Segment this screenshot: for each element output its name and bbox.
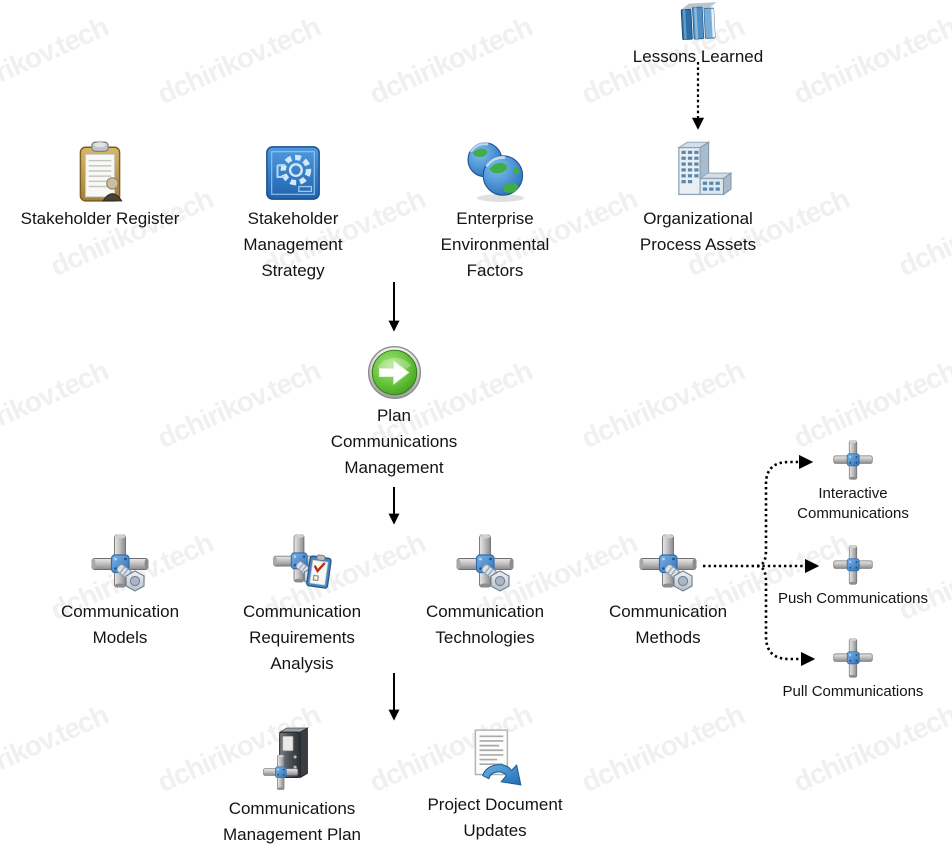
node-communication-requirements-analysis: Communication Requirements Analysis: [197, 533, 407, 677]
node-label: Stakeholder Management Strategy: [243, 209, 343, 280]
document-update-icon: [461, 726, 529, 790]
clipboard-person-icon: [67, 138, 133, 204]
node-lessons-learned: Lessons Learned: [593, 0, 803, 70]
node-label: Plan Communications Management: [330, 406, 458, 477]
node-plan-communications-management: Plan Communications Management: [289, 344, 499, 481]
node-label: Push Communications: [777, 590, 929, 607]
blueprint-icon: [262, 142, 324, 204]
node-label: Communication Requirements Analysis: [242, 602, 362, 673]
node-label: Lessons Learned: [632, 47, 764, 66]
node-label: Pull Communications: [782, 683, 924, 700]
tool-cross-icon: [831, 438, 875, 482]
node-label: Communication Methods: [608, 602, 728, 647]
node-label: Communication Technologies: [425, 602, 545, 647]
building-icon: [663, 138, 733, 204]
tools-checklist-icon: [269, 533, 335, 597]
node-label: Organizational Process Assets: [639, 209, 757, 254]
green-go-icon: [366, 344, 423, 401]
tools-icon: [636, 533, 700, 597]
node-communication-technologies: Communication Technologies: [380, 533, 590, 651]
node-push-communications: Push Communications: [758, 543, 948, 609]
node-label: Enterprise Environmental Factors: [440, 209, 550, 280]
node-communication-methods: Communication Methods: [563, 533, 773, 651]
node-label: Interactive Communications: [797, 485, 909, 522]
tools-icon: [453, 533, 517, 597]
node-label: Stakeholder Register: [20, 209, 180, 228]
node-label: Communication Models: [60, 602, 180, 647]
node-organizational-process-assets: Organizational Process Assets: [593, 138, 803, 258]
arrow-methods-to-pull: [756, 564, 816, 667]
node-project-document-updates: Project Document Updates: [390, 726, 600, 844]
node-communication-models: Communication Models: [15, 533, 225, 651]
tool-cross-icon: [831, 636, 875, 680]
tools-icon: [88, 533, 152, 597]
tool-cross-icon: [831, 543, 875, 587]
node-stakeholder-register: Stakeholder Register: [0, 138, 205, 232]
books-icon: [672, 0, 724, 42]
arrow-methods-to-interactive: [756, 454, 814, 568]
binder-tool-icon: [259, 726, 325, 794]
node-label: Project Document Updates: [427, 795, 563, 840]
node-communications-management-plan: Communications Management Plan: [187, 726, 397, 847]
globes-icon: [459, 138, 531, 204]
node-stakeholder-management-strategy: Stakeholder Management Strategy: [188, 142, 398, 284]
node-interactive-communications: Interactive Communications: [773, 438, 933, 524]
node-pull-communications: Pull Communications: [758, 636, 948, 702]
node-label: Communications Management Plan: [223, 799, 361, 844]
node-enterprise-environmental-factors: Enterprise Environmental Factors: [390, 138, 600, 284]
